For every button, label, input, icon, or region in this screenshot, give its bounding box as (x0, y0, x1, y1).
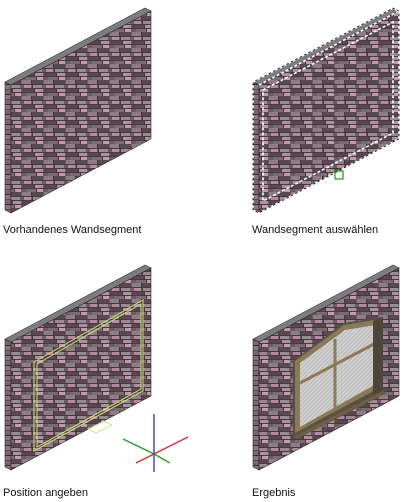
wall-segment-placement (4, 264, 189, 472)
placement-outline (33, 299, 144, 452)
ucs-axis-icon (122, 414, 189, 472)
wall-segment-selected (252, 7, 400, 214)
insertion-marker (87, 420, 113, 434)
caption-specify-position: Position angeben (3, 487, 89, 499)
wall-segment-with-window (252, 264, 400, 471)
grip-icon[interactable] (334, 170, 344, 180)
caption-result: Ergebnis (252, 487, 296, 499)
panel-select-wall (203, 0, 406, 251)
window-icon (293, 317, 387, 439)
selection-outline (252, 7, 400, 214)
panel-existing-wall (0, 0, 203, 251)
caption-existing-wall: Vorhandenes Wandsegment (3, 224, 142, 236)
panel-result (203, 251, 406, 502)
wall-segment-existing (4, 7, 152, 214)
panel-specify-position (0, 251, 203, 502)
caption-select-wall: Wandsegment auswählen (252, 224, 379, 236)
